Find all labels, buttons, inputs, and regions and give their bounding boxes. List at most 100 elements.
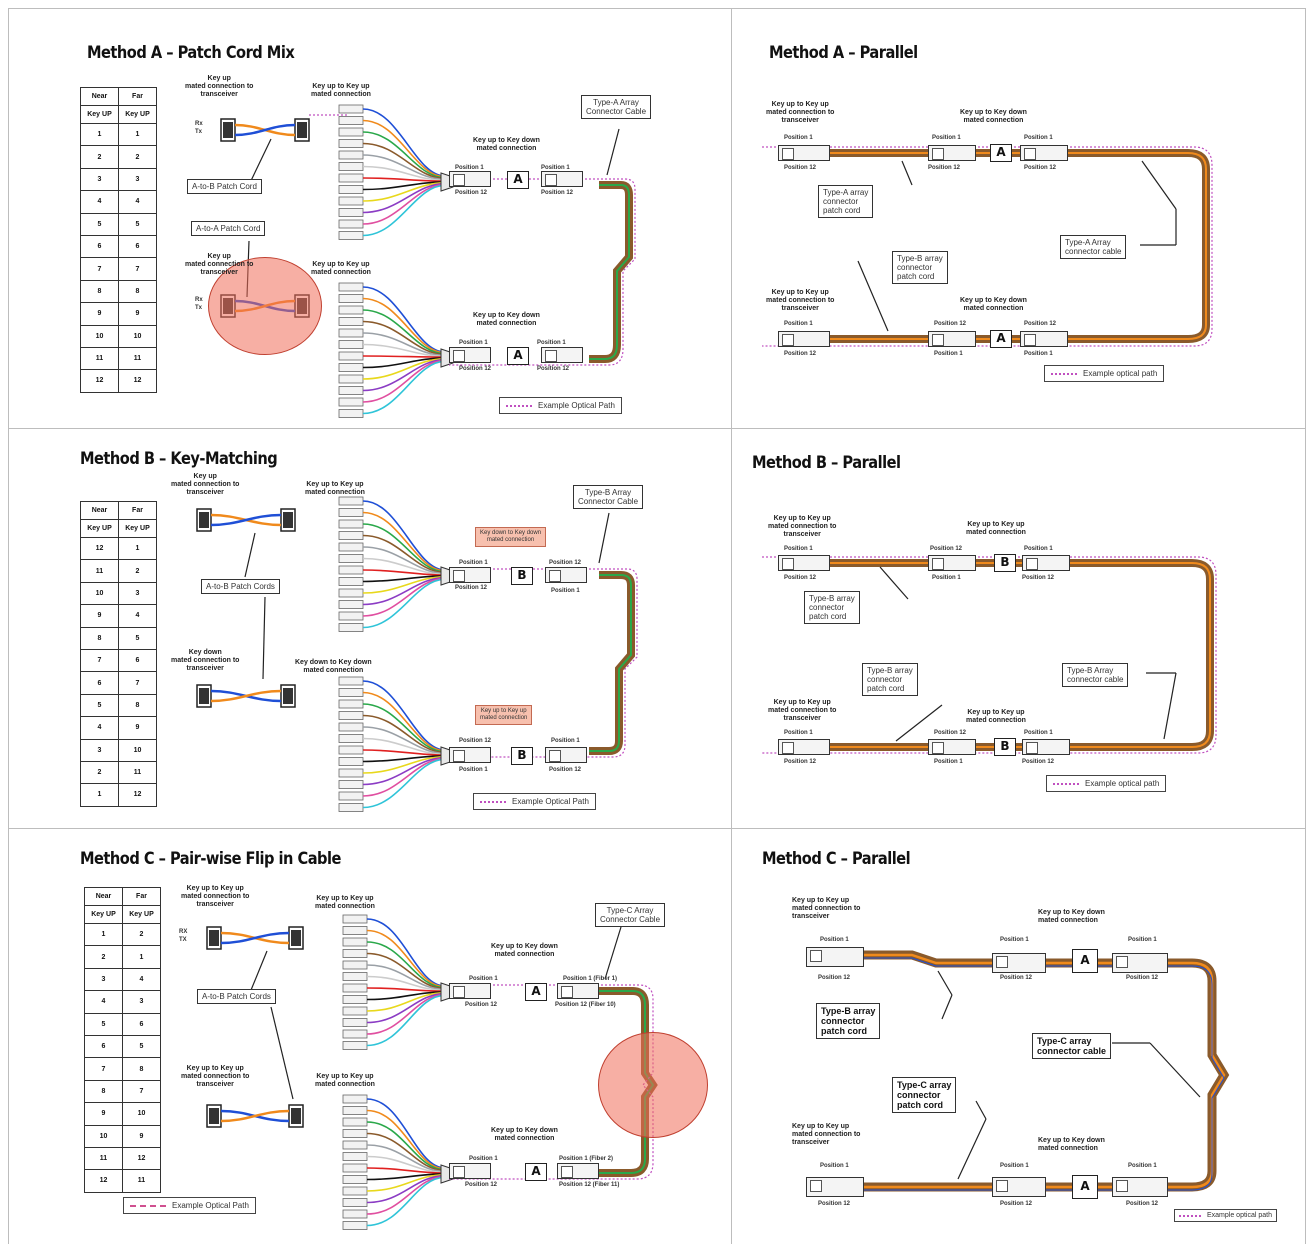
lc-connector (339, 578, 363, 586)
position-1-label: Position 1 (459, 767, 488, 774)
connector-position-1-fiber-1 (557, 983, 599, 999)
lc-connector (339, 128, 363, 136)
rx-label: Rx (195, 297, 203, 304)
lc-connector (339, 174, 363, 182)
bottom-mated-label: Key up to Key up mated connection to tra… (181, 1065, 249, 1089)
position-1-label: Position 1 (784, 730, 813, 737)
connector-position-1-fiber-2 (557, 1163, 599, 1179)
patch-c-arrow-2 (958, 1119, 986, 1179)
lc-connector (339, 532, 363, 540)
top-fanout (343, 915, 453, 1050)
type-b-cable-callout: Type-B Array connector cable (1062, 663, 1128, 687)
position-1-label: Position 1 (934, 351, 963, 358)
position-1-label: Position 1 (784, 546, 813, 553)
top-patch-cord (207, 927, 303, 949)
lc-connector (339, 387, 363, 395)
lc-connector (343, 1199, 367, 1207)
bottom-patch-cord (207, 1105, 303, 1127)
legend: Example Optical Path (499, 397, 622, 414)
position-1-label: Position 1 (1024, 546, 1053, 553)
wiring-diagram (9, 829, 731, 1244)
cable-callout-arrow (607, 129, 619, 175)
lc-connector (339, 520, 363, 528)
bottom-mid-label: Key up to Key down mated connection (1038, 1137, 1105, 1153)
lc-connector (343, 1118, 367, 1126)
tx-label: Tx (195, 305, 202, 312)
position-12-label: Position 12 (465, 1182, 497, 1189)
position-1-label: Position 1 (455, 165, 484, 172)
connector-mid-top (992, 953, 1046, 973)
position-12-label: Position 12 (784, 351, 816, 358)
position-12-label: Position 12 (1126, 1201, 1158, 1208)
lc-connector (339, 497, 363, 505)
connector-mid-top (928, 145, 976, 161)
legend-label: Example optical path (1083, 369, 1157, 378)
legend-label: Example Optical Path (538, 401, 615, 410)
position-1-label: Position 1 (784, 135, 813, 142)
cable-arrow-2 (1164, 673, 1176, 739)
legend: Example optical path (1044, 365, 1164, 382)
ab-patch-cords-callout: A-to-B Patch Cords (197, 989, 276, 1004)
adapter-a: A (990, 144, 1012, 162)
lc-connector (343, 1107, 367, 1115)
fiber-strand (363, 287, 445, 352)
legend-dash (1179, 1215, 1201, 1217)
lc-connector (339, 769, 363, 777)
bottom-mid-label: Key up to Key up mated connection (966, 709, 1026, 725)
lc-connector (339, 612, 363, 620)
type-c-cable-callout: Type-C Array Connector Cable (595, 903, 665, 927)
lc-connector (339, 712, 363, 720)
patch-b1-arrow (880, 567, 908, 599)
ab-callout-arrow-up (245, 533, 255, 577)
type-b-patch-callout: Type-B array connector patch cord (892, 251, 948, 284)
position-1-label: Position 1 (469, 1156, 498, 1163)
type-b-cable-callout: Type-B Array Connector Cable (573, 485, 643, 509)
lc-connector (343, 1095, 367, 1103)
top-left-label: Key up to Key up mated connection to tra… (766, 101, 834, 125)
ab-callout-arrow-down (263, 597, 265, 679)
lc-connector (339, 151, 363, 159)
tx-label: TX (179, 937, 187, 944)
lc-connector (339, 186, 363, 194)
position-1-label: Position 1 (551, 588, 580, 595)
patch-a-arrow (902, 161, 912, 185)
position-12-label: Position 12 (784, 575, 816, 582)
position-12-label: Position 12 (818, 975, 850, 982)
lc-connector (343, 915, 367, 923)
legend-dash (506, 405, 532, 407)
top-mated-label: Key up mated connection to transceiver (185, 75, 253, 99)
fiber-strand (367, 1177, 445, 1215)
position-1-label: Position 1 (820, 937, 849, 944)
position-12-label: Position 12 (1024, 321, 1056, 328)
legend-dash (130, 1205, 166, 1207)
top-mated2-label: Key up to Key up mated connection (311, 83, 371, 99)
panel-method-c-pair-wise-flip: Method C – Pair-wise Flip in Cable NearF… (9, 829, 731, 1244)
position-12-label: Position 12 (549, 767, 581, 774)
connector-position-1-far (541, 171, 583, 187)
legend-dash (1051, 373, 1077, 375)
bottom-patch-cord (197, 685, 295, 707)
top-mated2-label: Key up to Key up mated connection (315, 895, 375, 911)
adapter-a: A (990, 330, 1012, 348)
top-patch-cord (221, 115, 349, 141)
lc-connector (343, 927, 367, 935)
bottom-mated2-label: Key down to Key down mated connection (295, 659, 372, 675)
bottom-left-label: Key up to Key up mated connection to tra… (792, 1123, 860, 1147)
position-1-label: Position 1 (1128, 937, 1157, 944)
lc-connector (339, 410, 363, 418)
position-1-label: Position 1 (784, 321, 813, 328)
patch-b-arrow-2 (938, 971, 952, 995)
fiber-strand (363, 513, 445, 571)
legend-label: Example Optical Path (172, 1201, 249, 1210)
lc-connector (339, 555, 363, 563)
lc-connector (339, 677, 363, 685)
lc-connector (339, 232, 363, 240)
type-a-patch-callout: Type-A array connector patch cord (818, 185, 873, 218)
position-12-label: Position 12 (1126, 975, 1158, 982)
connector-left-top (778, 145, 830, 161)
lc-connector (343, 938, 367, 946)
legend: Example Optical Path (473, 793, 596, 810)
fiber-strand (363, 185, 445, 225)
connector-position-1 (449, 347, 491, 363)
wiring-diagram (9, 9, 731, 428)
